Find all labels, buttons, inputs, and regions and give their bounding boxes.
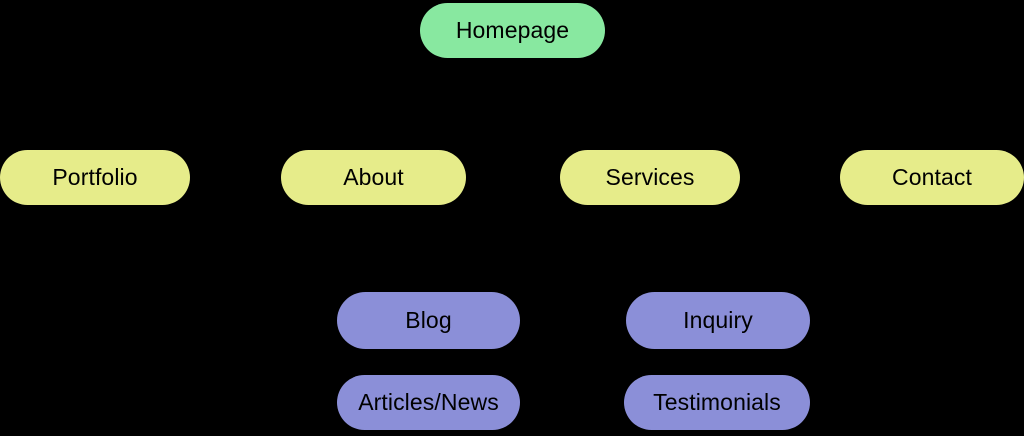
node-portfolio[interactable]: Portfolio bbox=[0, 150, 190, 205]
node-label: Blog bbox=[405, 307, 452, 333]
edge-about-blog bbox=[372, 205, 429, 292]
edge-homepage-about bbox=[372, 58, 513, 150]
node-contact[interactable]: Contact bbox=[840, 150, 1024, 205]
node-label: About bbox=[343, 164, 404, 190]
node-about[interactable]: About bbox=[281, 150, 466, 205]
edge-homepage-portfolio bbox=[94, 58, 513, 150]
node-services[interactable]: Services bbox=[560, 150, 740, 205]
node-articles-news[interactable]: Articles/News bbox=[337, 375, 520, 430]
edge-homepage-services bbox=[511, 58, 651, 150]
node-homepage[interactable]: Homepage bbox=[420, 3, 605, 58]
node-inquiry[interactable]: Inquiry bbox=[626, 292, 810, 349]
node-label: Articles/News bbox=[358, 389, 499, 415]
node-label: Contact bbox=[892, 164, 972, 190]
node-label: Homepage bbox=[455, 17, 570, 43]
node-label: Services bbox=[605, 164, 695, 190]
node-testimonials[interactable]: Testimonials bbox=[624, 375, 810, 430]
node-label: Portfolio bbox=[52, 164, 138, 190]
node-blog[interactable]: Blog bbox=[337, 292, 520, 349]
node-label: Inquiry bbox=[683, 307, 753, 333]
edge-services-inquiry bbox=[649, 205, 719, 292]
edge-homepage-contact bbox=[511, 58, 933, 150]
node-label: Testimonials bbox=[653, 389, 781, 415]
